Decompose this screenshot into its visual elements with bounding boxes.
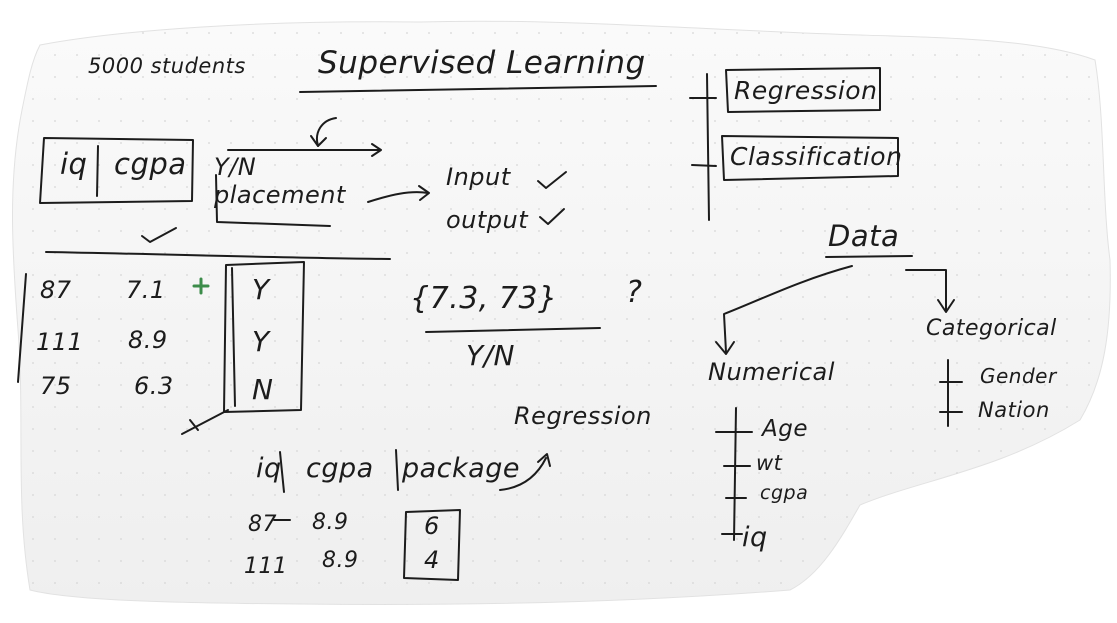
input-label: Input <box>446 163 511 191</box>
classification-box <box>721 135 899 181</box>
table2-divider-2 <box>395 449 399 491</box>
table2-row-2-package: 4 <box>424 546 440 574</box>
placement-top-arrowhead <box>371 143 382 157</box>
data-underline <box>825 255 913 258</box>
query-result: Y/N <box>466 339 515 372</box>
regression-box <box>725 67 881 113</box>
numerical-trunk <box>733 407 737 541</box>
query-mark: ? <box>626 275 643 310</box>
numerical-label: Numerical <box>708 358 835 386</box>
type-classification: Classification <box>730 142 903 171</box>
table1-row-3-cgpa: 6.3 <box>134 372 174 400</box>
output-tick <box>539 208 565 225</box>
title-underline <box>299 85 657 93</box>
table1-row-2-cgpa: 8.9 <box>128 326 168 354</box>
table2-header-package: package <box>402 453 520 484</box>
query-underline <box>425 327 601 333</box>
header-check <box>141 227 177 243</box>
categorical-item-gender: Gender <box>980 364 1057 388</box>
data-title: Data <box>828 219 900 253</box>
box-exit-arrow <box>181 409 229 435</box>
table1-separator <box>45 251 391 260</box>
categorical-label: Categorical <box>926 316 1057 341</box>
numerical-item-age: Age <box>762 416 808 442</box>
iq-cgpa-box <box>39 137 194 204</box>
table2-row-1-iq: 87 <box>248 512 277 537</box>
table1-row-2-target: Y <box>252 325 270 358</box>
data-to-numerical <box>723 265 853 353</box>
input-tick <box>537 171 567 189</box>
table1-row-1-iq: 87 <box>40 276 72 304</box>
table2-header-cgpa: cgpa <box>306 453 374 484</box>
table2-row-2-cgpa: 8.9 <box>322 548 359 573</box>
table1-header-cgpa: cgpa <box>114 147 187 181</box>
curl-arrow <box>316 117 337 147</box>
table2-row-1-package: 6 <box>424 512 440 540</box>
table1-target-header: Y/N placement <box>214 153 346 209</box>
iq-cgpa-divider <box>96 145 99 197</box>
table2-header-iq: iq <box>256 453 282 484</box>
table1-row-2-iq: 111 <box>36 328 84 356</box>
numerical-item-wt: wt <box>756 451 783 475</box>
table2-row-1-cgpa: 8.9 <box>312 510 349 535</box>
type-regression: Regression <box>734 76 878 105</box>
table2-divider-1 <box>279 451 285 493</box>
table1-row-3-iq: 75 <box>40 372 72 400</box>
regression-arrow-label: Regression <box>514 402 652 430</box>
table1-row-1-target: Y <box>252 273 270 306</box>
types-branch-2 <box>691 164 717 167</box>
table1-row-3-target: N <box>252 373 274 406</box>
students-count: 5000 students <box>88 54 246 78</box>
data-to-categorical <box>905 269 947 311</box>
target-column-box <box>223 261 305 413</box>
numerical-item-cgpa: cgpa <box>760 482 809 504</box>
output-label: output <box>446 206 529 234</box>
page-title: Supervised Learning <box>318 45 646 81</box>
package-box <box>403 509 461 581</box>
table1-left-border <box>17 273 27 383</box>
placement-bracket <box>215 174 331 227</box>
numerical-item-iq: iq <box>742 522 768 553</box>
table1-row-1-cgpa: 7.1 <box>126 276 166 304</box>
table1-header-iq: iq <box>60 147 88 181</box>
arrow-to-io <box>367 191 429 203</box>
table2-row-2-iq: 111 <box>244 554 288 579</box>
package-arrow <box>499 457 547 491</box>
categorical-item-nation: Nation <box>978 398 1050 422</box>
query-set: {7.3, 73} <box>410 281 558 316</box>
